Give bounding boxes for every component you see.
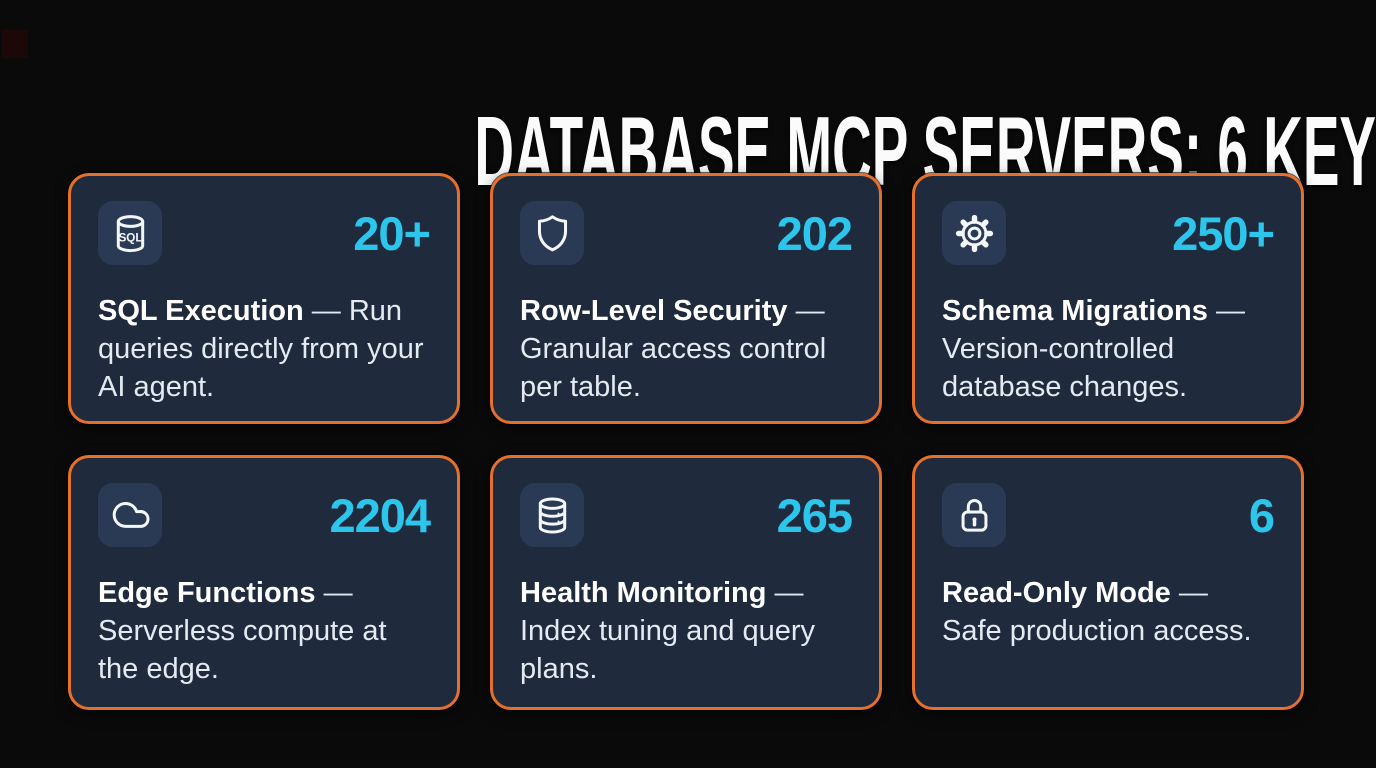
feature-card-health-monitoring: 265 Health Monitoring — Index tuning and… [490, 455, 882, 710]
separator-dash: — [1178, 577, 1208, 609]
stat-value: 6 [1248, 488, 1275, 542]
corner-accent-mark [2, 30, 28, 58]
stat-value: 250+ [1172, 206, 1275, 260]
lock-icon [942, 483, 1006, 547]
separator-dash: — [795, 295, 825, 327]
feature-description: Version-controlled database changes. [942, 333, 1188, 403]
feature-text: Schema Migrations — Version-controlled d… [942, 292, 1274, 406]
separator-dash: — [323, 577, 353, 609]
cloud-icon [98, 483, 162, 547]
feature-text: Read-Only Mode — Safe production access. [942, 574, 1274, 650]
feature-name: Read-Only Mode [942, 577, 1171, 609]
stat-value: 2204 [329, 488, 431, 542]
feature-grid: SQL 20+ SQL Execution — Run queries dire… [68, 173, 1304, 710]
svg-text:SQL: SQL [118, 231, 142, 244]
feature-description: Index tuning and query plans. [520, 615, 816, 685]
feature-name: Row-Level Security [520, 295, 788, 327]
feature-text: SQL Execution — Run queries directly fro… [98, 292, 430, 406]
feature-card-row-level-security: 202 Row-Level Security — Granular access… [490, 173, 882, 424]
feature-text: Edge Functions — Serverless compute at t… [98, 574, 430, 688]
feature-name: SQL Execution [98, 295, 304, 327]
feature-description: Run queries directly from your AI agent. [98, 295, 424, 403]
gear-icon [942, 201, 1006, 265]
feature-text: Health Monitoring — Index tuning and que… [520, 574, 852, 688]
feature-text: Row-Level Security — Granular access con… [520, 292, 852, 406]
stat-value: 202 [776, 206, 853, 260]
shield-icon [520, 201, 584, 265]
feature-description: Safe production access. [942, 615, 1252, 647]
feature-description: Serverless compute at the edge. [98, 615, 387, 685]
feature-card-edge-functions: 2204 Edge Functions — Serverless compute… [68, 455, 460, 710]
feature-name: Edge Functions [98, 577, 316, 609]
separator-dash: — [774, 577, 804, 609]
stat-value: 20+ [353, 206, 431, 260]
feature-card-schema-migrations: 250+ Schema Migrations — Version-control… [912, 173, 1304, 424]
feature-card-read-only-mode: 6 Read-Only Mode — Safe production acces… [912, 455, 1304, 710]
database-stack-icon [520, 483, 584, 547]
separator-dash: — [1215, 295, 1245, 327]
stat-value: 265 [776, 488, 853, 542]
feature-name: Health Monitoring [520, 577, 767, 609]
feature-name: Schema Migrations [942, 295, 1208, 327]
sql-database-icon: SQL [98, 201, 162, 265]
feature-card-sql-execution: SQL 20+ SQL Execution — Run queries dire… [68, 173, 460, 424]
separator-dash: — [311, 295, 341, 327]
feature-description: Granular access control per table. [520, 333, 827, 403]
